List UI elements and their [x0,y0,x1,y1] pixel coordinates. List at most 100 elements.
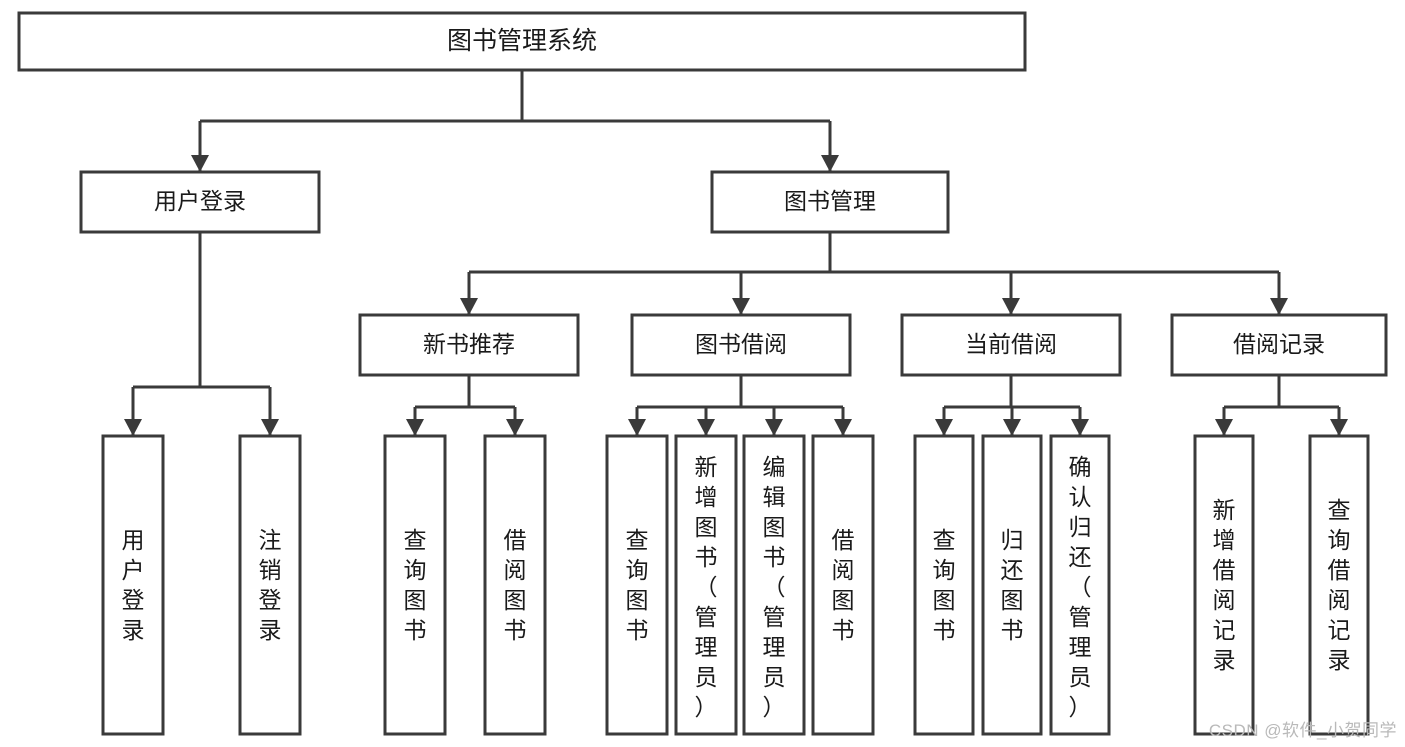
node-label-char: 图 [1001,587,1024,613]
node-label-char: 阅 [832,557,855,583]
node-label-char: 录 [122,617,145,643]
node-label: 新书推荐 [423,331,515,357]
node-label-char: 辑 [763,484,786,510]
arrow-head-icon [1270,298,1288,315]
node-label-char: 书 [1001,617,1024,643]
node-label-char: 书 [695,544,718,570]
node-label-char: 登 [259,587,282,613]
node-label-char: 书 [933,617,956,643]
arrow-head-icon [697,419,715,436]
node-label-char: 认 [1069,484,1092,510]
level3-node-图书借阅[interactable]: 图书借阅 [630,313,852,377]
node-label: 图书管理系统 [447,27,597,55]
node-label-char: 书 [626,617,649,643]
node-label-char: 图 [763,514,786,540]
node-label-char: 录 [259,617,282,643]
node-label-char: 借 [1328,557,1351,583]
node-label: 图书借阅 [695,331,787,357]
node-label: 图书管理 [784,188,876,214]
node-label: 当前借阅 [965,331,1057,357]
node-label-char: 借 [1213,557,1236,583]
level3-node-新书推荐[interactable]: 新书推荐 [358,313,580,377]
level3-node-借阅记录[interactable]: 借阅记录 [1170,313,1388,377]
node-label-char: 询 [1328,527,1351,553]
node-label-char: 员 [763,664,786,690]
node-label-char: 图 [695,514,718,540]
node-label-char: 销 [259,557,282,583]
node-label-char: 归 [1069,514,1092,540]
node-label-char: 阅 [1213,587,1236,613]
node-label-char: 理 [1069,634,1092,660]
leaf-node-用户登录[interactable]: 用户登录 [101,434,165,736]
node-label-char: 员 [1069,664,1092,690]
arrow-head-icon [821,155,839,172]
node-label-char: 图 [404,587,427,613]
root-node-图书管理系统[interactable]: 图书管理系统 [17,11,1027,72]
node-label-char: 理 [763,634,786,660]
arrow-head-icon [834,419,852,436]
node-label-char: 录 [1213,647,1236,673]
node-label-char: 查 [1328,497,1351,523]
node-label-char: 询 [933,557,956,583]
arrow-head-icon [1071,419,1089,436]
node-label-char: 书 [504,617,527,643]
node-label-char: 新 [1213,497,1236,523]
node-label: 用户登录 [154,188,246,214]
node-label-char: 增 [695,484,718,510]
node-label-char: 借 [832,527,855,553]
arrow-head-icon [1330,419,1348,436]
node-label-char: 阅 [504,557,527,583]
node-label-char: 记 [1213,617,1236,643]
node-label-char: 询 [626,557,649,583]
arrow-head-icon [1003,419,1021,436]
node-label-char: 员 [695,664,718,690]
node-label-char: 查 [626,527,649,553]
arrow-head-icon [765,419,783,436]
node-layer: 图书管理系统用户登录图书管理新书推荐图书借阅当前借阅借阅记录用户登录注销登录查询… [17,11,1388,736]
node-label-char: 图 [626,587,649,613]
node-label-char: 注 [259,527,282,553]
node-label-char: 查 [404,527,427,553]
node-label-char: 阅 [1328,587,1351,613]
node-label-char: 录 [1328,647,1351,673]
level2-node-图书管理[interactable]: 图书管理 [710,170,950,234]
node-label-char: 书 [404,617,427,643]
arrow-head-icon [1215,419,1233,436]
node-label-char: 户 [122,557,145,583]
node-label-char: 图 [504,587,527,613]
node-label-char: 图 [832,587,855,613]
connector-layer [124,70,1348,436]
node-label-char: 还 [1001,557,1024,583]
node-label-char: ） [1069,694,1092,720]
node-label-char: （ [1069,574,1092,600]
node-label-char: ） [695,694,718,720]
arrow-head-icon [124,419,142,436]
level2-node-用户登录[interactable]: 用户登录 [79,170,321,234]
node-label-char: 归 [1001,527,1024,553]
node-label-char: 书 [763,544,786,570]
arrow-head-icon [191,155,209,172]
node-label-char: 管 [1069,604,1092,630]
node-label-char: 图 [933,587,956,613]
node-label-char: 书 [832,617,855,643]
arrow-head-icon [460,298,478,315]
node-label-char: 理 [695,634,718,660]
level3-node-当前借阅[interactable]: 当前借阅 [900,313,1122,377]
watermark-text: CSDN @软件_小贺同学 [1208,721,1397,740]
node-label-char: 询 [404,557,427,583]
arrow-head-icon [935,419,953,436]
